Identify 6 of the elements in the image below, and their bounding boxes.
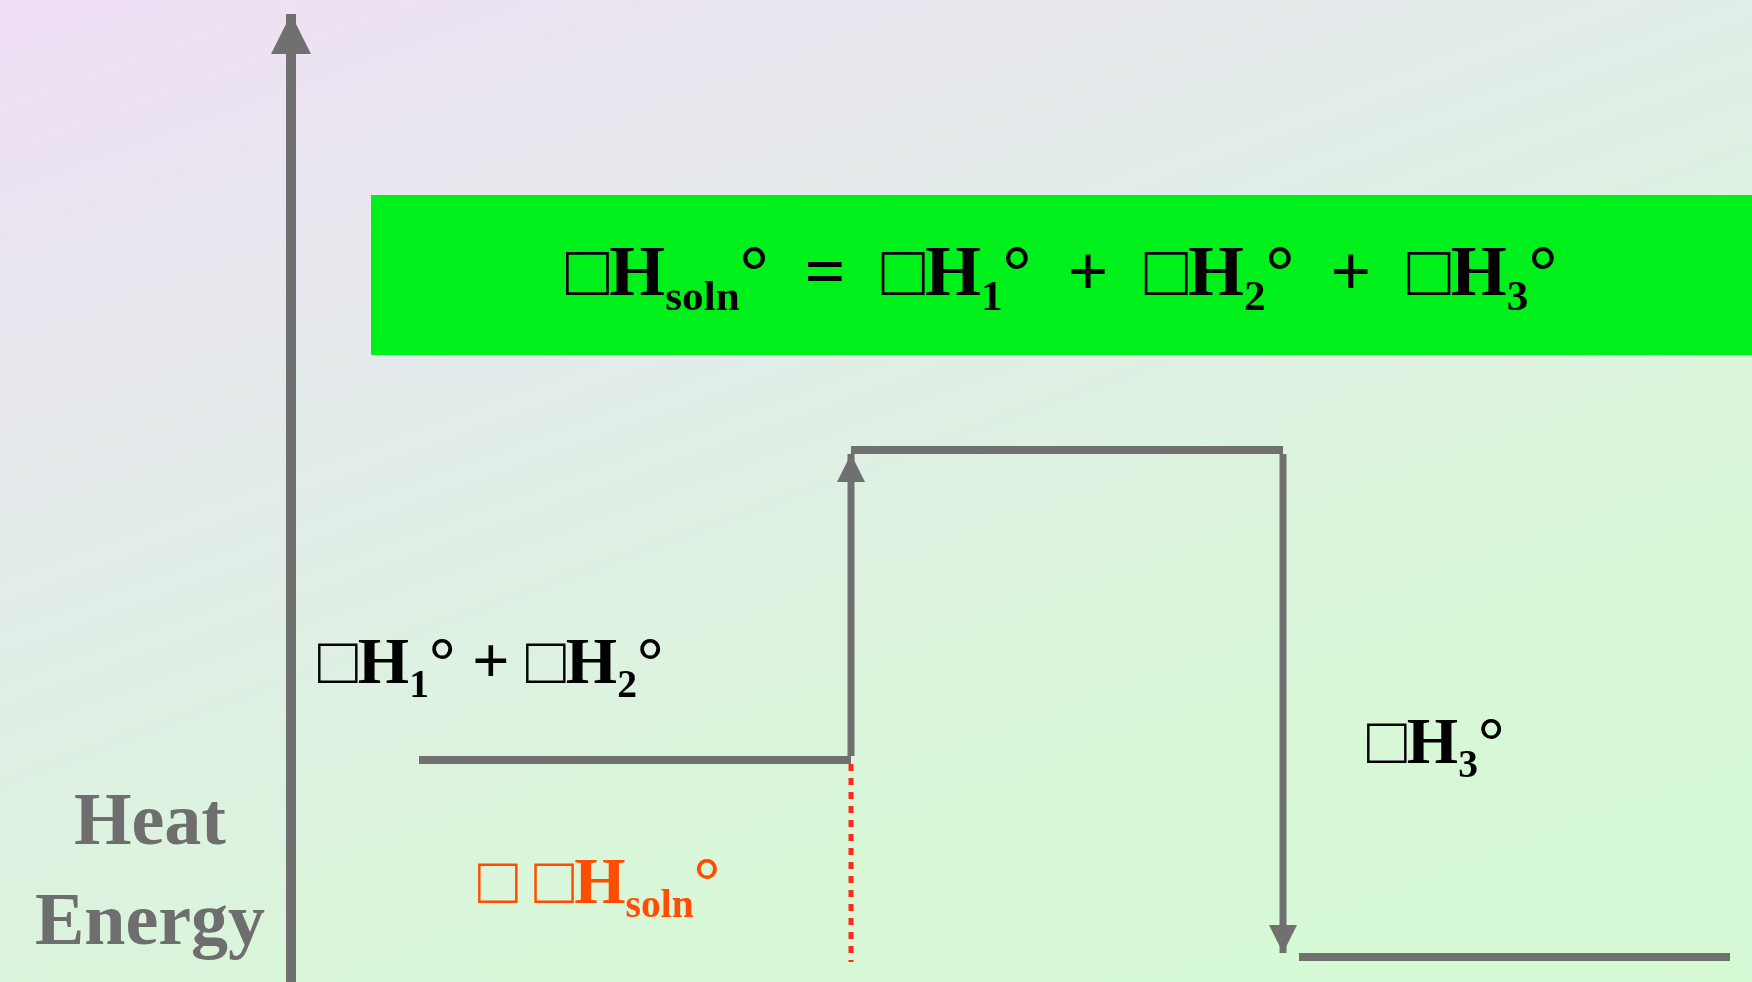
edge-label: □H$_{3}$°	[1367, 705, 1505, 787]
equation-text: □H$_{soln}$° = □H$_{1}$° + □H$_{2}$° + □H$_{3}$°	[565, 229, 1558, 321]
equation-text: □ □H$_{soln}$°	[478, 845, 721, 927]
axis-title: Heat Energy	[33, 777, 267, 962]
equation-banner	[371, 195, 1752, 355]
edge-label: □H$_{1}$° + □H$_{2}$°	[318, 625, 664, 707]
